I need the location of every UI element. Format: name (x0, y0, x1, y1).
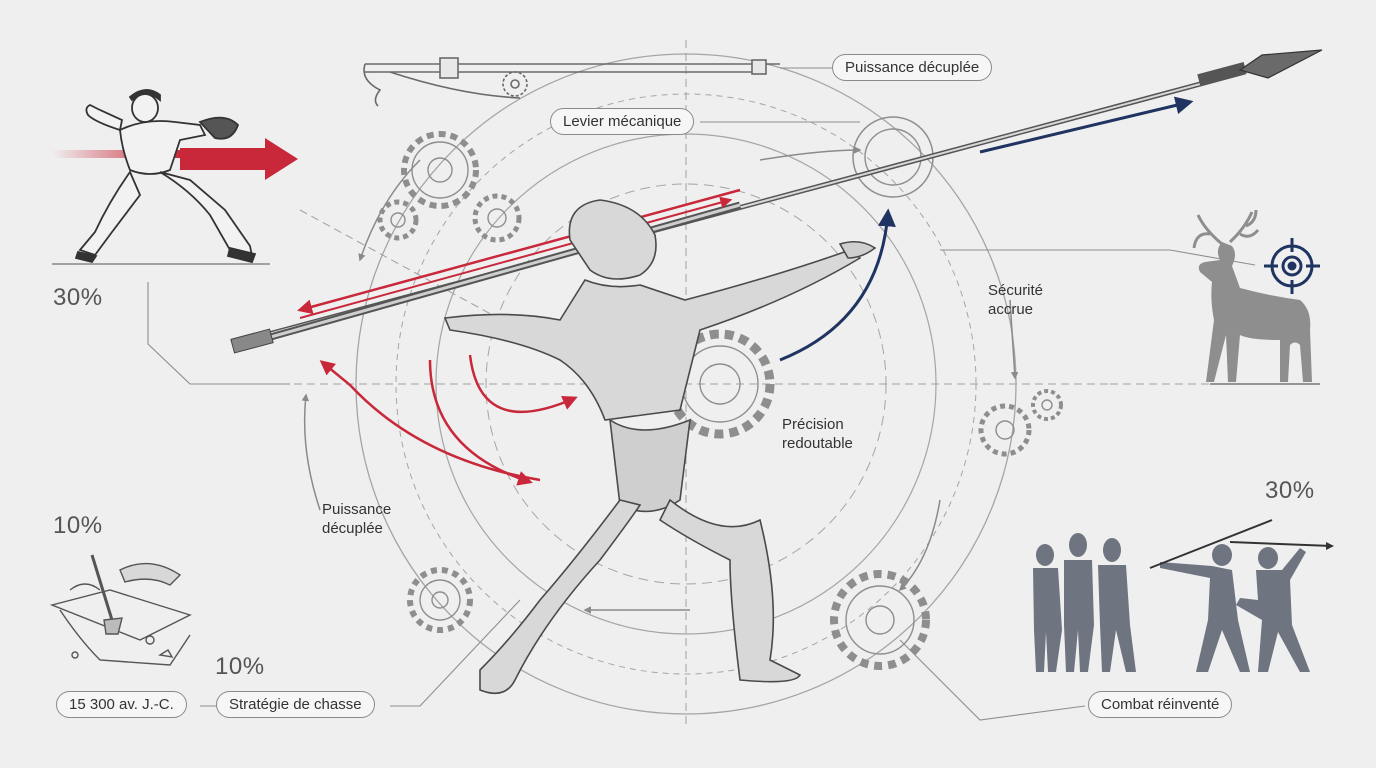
label-power-left: Puissance décuplée (322, 501, 392, 537)
label-date: 15 300 av. J.-C. (56, 691, 187, 718)
pct-combat: 30% (1265, 477, 1315, 504)
label-power-top: Puissance décuplée (832, 54, 993, 81)
label-lever: Levier mécanique (550, 108, 695, 135)
force-arrows-navy (779, 96, 1194, 362)
label-precision: Précision redoutable (782, 416, 853, 452)
spear (230, 49, 1323, 354)
target-icon (1264, 238, 1320, 294)
label-strategy: Stratégie de chasse (216, 691, 375, 718)
atlatl-sketch (363, 57, 780, 107)
pct-pitcher: 30% (53, 284, 103, 311)
force-arrows-red (297, 188, 741, 486)
spear-thrower-figure (443, 199, 877, 695)
label-safety: Sécurité accrue (988, 282, 1044, 318)
excavation-sketch (49, 554, 192, 666)
pct-strategy: 10% (215, 653, 265, 680)
pitcher-figure (52, 89, 298, 265)
label-combat: Combat réinventé (1088, 691, 1233, 718)
deer-silhouette (1192, 209, 1312, 382)
hunters-group (1033, 519, 1334, 672)
pct-excavation: 10% (53, 512, 103, 539)
